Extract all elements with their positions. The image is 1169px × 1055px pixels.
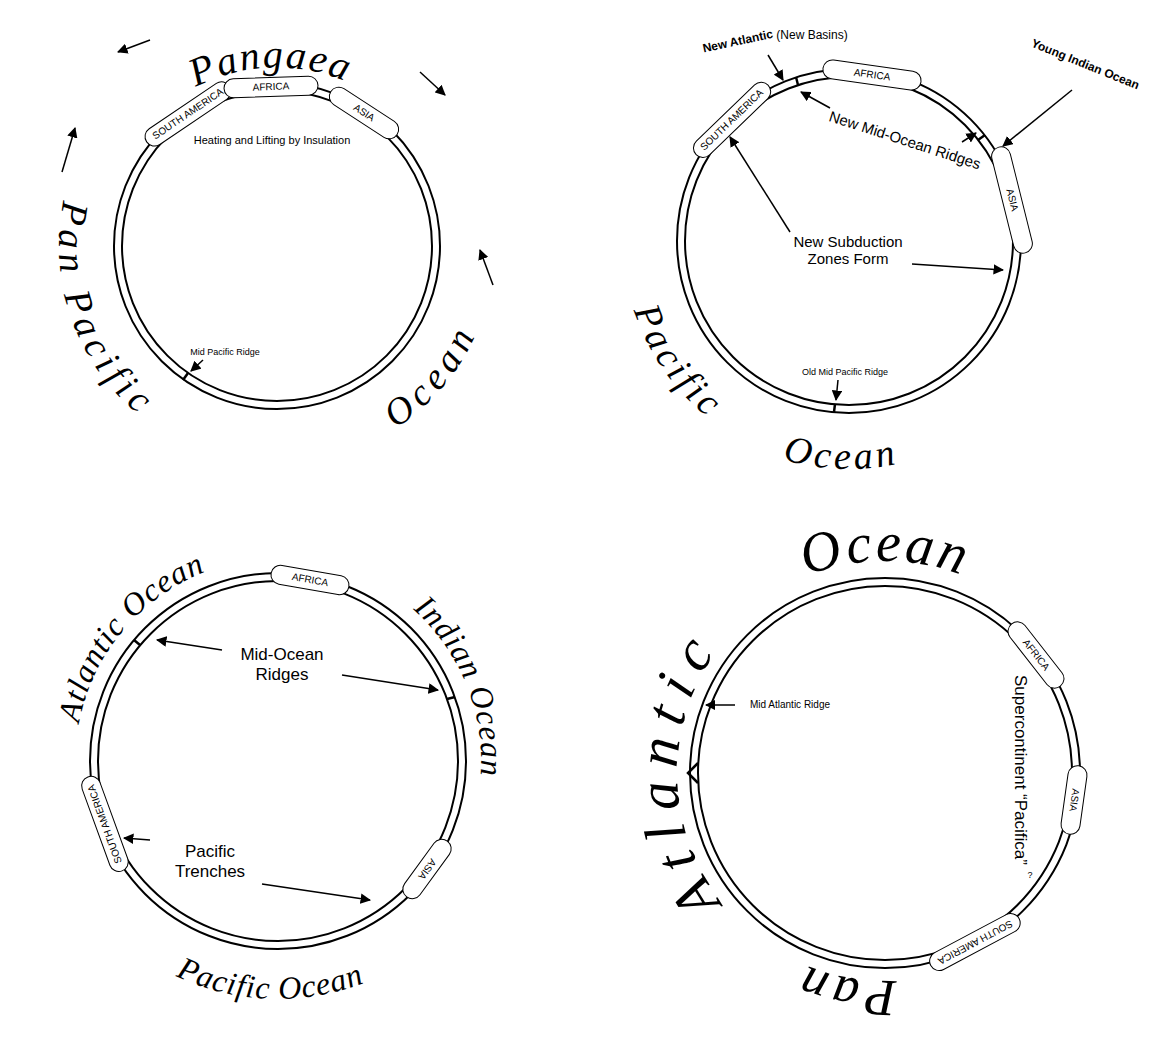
continent-block: AFRICA — [224, 75, 320, 98]
ocean-name: Pan Pacific — [51, 198, 165, 424]
outer-ring — [114, 83, 440, 409]
ridge-mark — [978, 135, 985, 140]
continent-name: ASIA — [416, 857, 438, 882]
earth-rings — [90, 69, 1080, 968]
ocean-name: Pacific Ocean — [172, 949, 368, 1006]
ridge-mark — [183, 373, 188, 380]
ridge-mark — [834, 404, 835, 412]
outer-ring — [690, 578, 1080, 968]
ocean-name: Atlantic Ocean — [50, 545, 209, 727]
continent-name: AFRICA — [1020, 637, 1051, 673]
continent-name: SOUTH AMERICA — [150, 86, 225, 141]
callout-label: New Atlantic — [702, 28, 775, 56]
leader-arrow — [730, 137, 790, 232]
ocean-name: Indian Ocean — [407, 587, 510, 777]
ridge-mark — [796, 77, 798, 85]
callout-label: Mid Pacific Ridge — [190, 347, 260, 357]
leader-arrow — [912, 264, 1003, 270]
continent-block: ASIA — [398, 835, 455, 903]
ridge-mark — [134, 640, 140, 645]
continent-block: SOUTH AMERICA — [689, 78, 775, 162]
continent-name: SOUTH AMERICA — [85, 783, 124, 865]
leader-arrow — [262, 884, 370, 900]
leader-arrow — [768, 55, 783, 80]
continent-name: AFRICA — [253, 80, 290, 92]
leader-arrow — [801, 92, 830, 108]
leader-arrow — [342, 675, 438, 690]
leader-arrow — [191, 360, 203, 371]
callout-label: Old Mid Pacific Ridge — [802, 367, 888, 377]
ocean-name: Ocean — [375, 316, 485, 435]
continent-name: AFRICA — [291, 571, 329, 588]
callout-label: Pacific Trenches — [155, 842, 265, 881]
continent-name: AFRICA — [854, 66, 892, 82]
continent-block: ASIA — [1059, 764, 1089, 836]
ocean-name: Atlantic — [624, 614, 734, 934]
leader-arrow — [124, 838, 150, 840]
continent-block: SOUTH AMERICA — [78, 773, 131, 875]
callout-label: Heating and Lifting by Insulation — [194, 134, 351, 147]
ocean-name: Pacific — [626, 297, 733, 426]
continent-name: SOUTH AMERICA — [698, 87, 765, 152]
leader-arrow — [157, 640, 222, 650]
inner-ring — [98, 581, 458, 941]
continent-name: SOUTH AMERICA — [936, 918, 1014, 967]
callout-label: Mid-Ocean Ridges — [227, 645, 337, 684]
motion-arrow — [480, 250, 493, 285]
continent-name: ASIA — [1004, 188, 1020, 213]
continent-name: ASIA — [351, 101, 376, 123]
continent-name: ASIA — [1068, 788, 1082, 812]
leader-arrow — [706, 704, 735, 706]
ocean-name: Ocean — [792, 511, 979, 587]
callout-label: Mid Atlantic Ridge — [750, 699, 830, 711]
callout-label: Young Indian Ocean — [1029, 37, 1141, 93]
inner-ring — [698, 586, 1072, 960]
ridge-marks — [134, 77, 985, 783]
inner-ring — [685, 77, 1013, 405]
motion-arrow — [420, 72, 445, 95]
leader-arrow — [836, 380, 838, 400]
ocean-name: Pangaea — [181, 31, 359, 95]
leader-arrow — [962, 133, 976, 142]
ridge-mark — [447, 697, 455, 699]
outer-ring — [677, 69, 1021, 413]
continent-block: AFRICA — [821, 58, 923, 92]
callout-label: Supercontinent “Pacifica” — [1010, 675, 1030, 865]
continent-block: SOUTH AMERICA — [925, 909, 1023, 974]
ocean-name: Ocean — [780, 427, 901, 478]
ocean-name: Pan — [788, 954, 898, 1027]
leader-lines — [62, 40, 1072, 900]
callout-label: New Mid-Ocean Ridges — [827, 107, 983, 172]
continent-block: ASIA — [989, 145, 1035, 257]
outer-ring — [90, 573, 466, 949]
callout-label: ? — [1027, 870, 1032, 880]
callout-label: (New Basins) — [776, 29, 847, 43]
continent-block: AFRICA — [269, 563, 351, 597]
motion-arrow — [118, 40, 150, 52]
leader-arrow — [1003, 90, 1072, 146]
motion-arrow — [62, 128, 75, 172]
callout-label: New Subduction Zones Form — [788, 233, 908, 268]
